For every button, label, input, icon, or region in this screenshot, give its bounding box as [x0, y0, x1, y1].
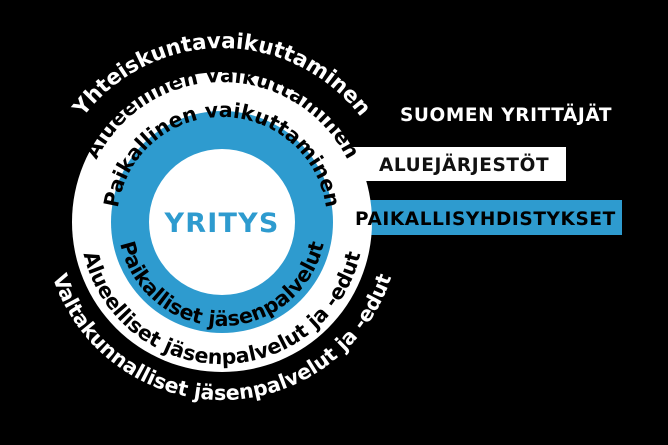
- center-label-yritys: YRITYS: [163, 208, 279, 239]
- side-label-paikallisyhdistykset: PAIKALLISYHDISTYKSET: [355, 209, 616, 230]
- side-label-aluejarjestot: ALUEJÄRJESTÖT: [379, 154, 549, 176]
- center-disc: [149, 149, 295, 295]
- side-label-suomen-yrittajat: SUOMEN YRITTÄJÄT: [400, 104, 612, 126]
- concentric-rings: [72, 72, 372, 372]
